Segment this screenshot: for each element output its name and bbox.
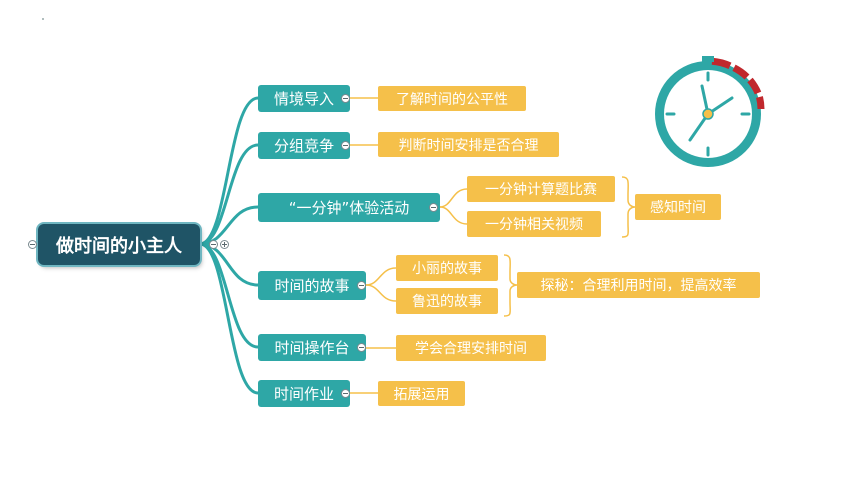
- leaf-node[interactable]: 一分钟计算题比赛: [467, 176, 615, 202]
- leaf-label: 判断时间安排是否合理: [398, 137, 539, 154]
- leaf-label: 一分钟相关视频: [485, 217, 583, 233]
- leaf-label: 鲁迅的故事: [412, 294, 482, 310]
- topic-node-time-story[interactable]: 时间的故事: [258, 271, 366, 300]
- topic-label: 分组竞争: [273, 137, 334, 155]
- leaf-node[interactable]: 判断时间安排是否合理: [378, 132, 559, 157]
- collapse-toggle-icon[interactable]: [357, 343, 366, 352]
- topic-label: 情境导入: [273, 90, 334, 108]
- leaf-node[interactable]: 了解时间的公平性: [378, 86, 526, 111]
- clock-icon: [655, 56, 765, 167]
- leaf-label: 学会合理安排时间: [415, 341, 527, 357]
- topic-label: 时间操作台: [274, 339, 350, 357]
- dot-mark: [42, 18, 44, 20]
- topic-node-intro[interactable]: 情境导入: [258, 85, 350, 112]
- topic-node-time-console[interactable]: 时间操作台: [258, 334, 366, 361]
- topic-label: 时间作业: [273, 385, 334, 403]
- leaf-node[interactable]: 鲁迅的故事: [396, 288, 498, 314]
- collapse-toggle-icon[interactable]: [357, 281, 366, 290]
- topic-label: “一分钟”体验活动: [288, 199, 410, 217]
- collapse-toggle-icon[interactable]: [341, 94, 350, 103]
- collapse-toggle-icon[interactable]: [209, 240, 218, 249]
- leaf-node[interactable]: 小丽的故事: [396, 255, 498, 281]
- summary-node[interactable]: 感知时间: [635, 194, 721, 220]
- topic-label: 时间的故事: [274, 277, 350, 295]
- topic-node-group-competition[interactable]: 分组竞争: [258, 132, 350, 159]
- topic-node-one-minute-activity[interactable]: “一分钟”体验活动: [258, 193, 440, 222]
- expand-toggle-icon[interactable]: [220, 240, 229, 249]
- root-node[interactable]: 做时间的小主人: [38, 224, 200, 265]
- root-label: 做时间的小主人: [56, 235, 182, 257]
- summary-label: 探秘：合理利用时间，提高效率: [540, 278, 737, 294]
- leaf-node[interactable]: 学会合理安排时间: [396, 335, 546, 361]
- leaf-label: 一分钟计算题比赛: [485, 182, 597, 198]
- collapse-toggle-icon[interactable]: [341, 389, 350, 398]
- leaf-label: 小丽的故事: [412, 261, 482, 277]
- leaf-node[interactable]: 一分钟相关视频: [467, 211, 601, 237]
- summary-label: 感知时间: [650, 200, 706, 216]
- collapse-toggle-icon[interactable]: [28, 240, 37, 249]
- leaf-label: 拓展运用: [393, 386, 450, 403]
- topic-node-homework[interactable]: 时间作业: [258, 380, 350, 407]
- leaf-node[interactable]: 拓展运用: [378, 381, 465, 406]
- leaf-label: 了解时间的公平性: [396, 91, 508, 108]
- collapse-toggle-icon[interactable]: [429, 203, 438, 212]
- summary-node[interactable]: 探秘：合理利用时间，提高效率: [517, 272, 760, 298]
- collapse-toggle-icon[interactable]: [341, 141, 350, 150]
